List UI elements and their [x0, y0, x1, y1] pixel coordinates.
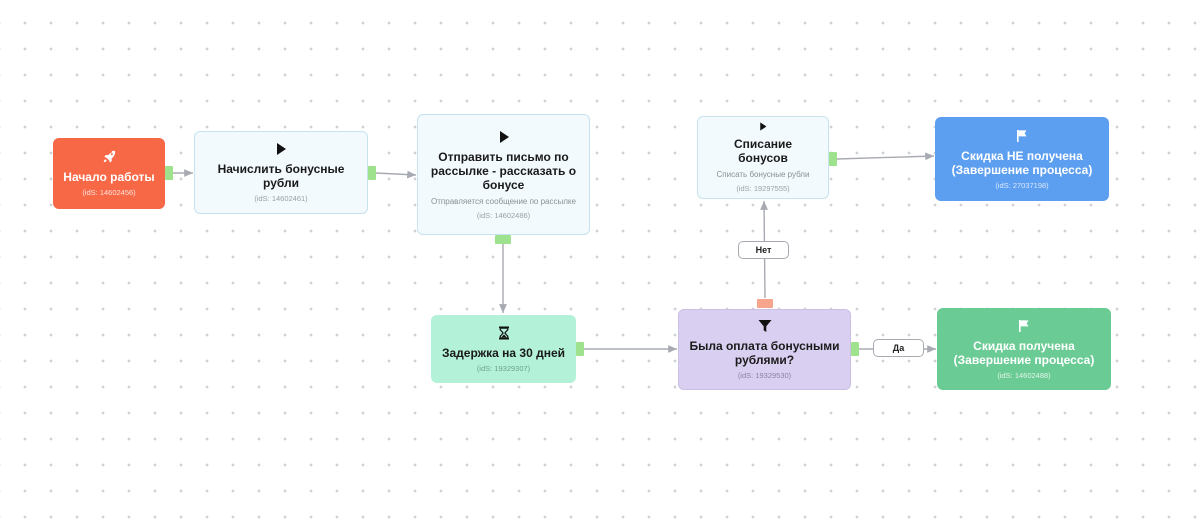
node-delay[interactable]: Задержка на 30 дней (idS: 19329307) — [431, 315, 576, 383]
node-start[interactable]: Начало работы (idS: 14602456) — [53, 138, 165, 209]
node-title: Начало работы — [63, 170, 155, 184]
node-title: Отправить письмо по рассылке - рассказат… — [430, 149, 577, 192]
node-subtitle: Отправляется сообщение по рассылке — [431, 196, 576, 206]
node-accrue-bonus[interactable]: Начислить бонусные рубли (idS: 14602461) — [194, 131, 368, 214]
node-title: Скидка НЕ получена (Завершение процесса) — [951, 148, 1093, 177]
node-id: (idS: 19329307) — [476, 363, 531, 373]
play-icon — [277, 143, 286, 155]
play-icon — [760, 122, 767, 131]
node-end-discount-received[interactable]: Скидка получена (Завершение процесса) (i… — [937, 308, 1111, 390]
branch-no-port[interactable] — [757, 299, 773, 308]
output-port[interactable] — [576, 342, 584, 356]
node-id: (idS: 14602456) — [82, 188, 136, 197]
output-port[interactable] — [829, 152, 837, 166]
node-title: Скидка получена (Завершение процесса) — [953, 338, 1095, 367]
filter-icon — [758, 320, 771, 332]
node-write-off-bonus[interactable]: Списание бонусов Списать бонусные рубли … — [697, 116, 829, 199]
flag-icon — [1019, 319, 1029, 332]
branch-yes-port[interactable] — [851, 342, 859, 356]
output-port[interactable] — [495, 235, 511, 244]
flag-icon — [1017, 129, 1027, 142]
node-id: (idS: 19329530) — [737, 371, 792, 380]
node-title: Начислить бонусные рубли — [217, 162, 345, 190]
node-end-no-discount[interactable]: Скидка НЕ получена (Завершение процесса)… — [935, 117, 1109, 201]
node-condition[interactable]: Была оплата бонусными рублями? (idS: 193… — [678, 309, 851, 390]
hourglass-icon — [498, 326, 509, 339]
node-id: (idS: 14602488) — [997, 370, 1051, 380]
node-send-email[interactable]: Отправить письмо по рассылке - рассказат… — [417, 114, 590, 235]
edge-label-no[interactable]: Нет — [738, 241, 789, 259]
node-id: (idS: 19297555) — [736, 184, 790, 193]
output-port[interactable] — [165, 166, 173, 180]
node-id: (idS: 27037198) — [995, 180, 1049, 190]
node-title: Списание бонусов — [733, 137, 793, 165]
edge-spisanie-to-end-negative[interactable] — [836, 152, 935, 161]
node-subtitle: Списать бонусные рубли — [716, 170, 810, 179]
edge-bonus-to-email[interactable] — [375, 170, 417, 179]
output-port[interactable] — [368, 166, 376, 180]
node-title: Была оплата бонусными рублями? — [689, 339, 840, 367]
node-id: (idS: 14602461) — [254, 194, 308, 203]
node-title: Задержка на 30 дней — [441, 345, 566, 360]
node-id: (idS: 14602486) — [476, 210, 531, 220]
rocket-icon — [103, 150, 116, 163]
play-icon — [499, 130, 509, 143]
edge-label-yes[interactable]: Да — [873, 339, 924, 357]
